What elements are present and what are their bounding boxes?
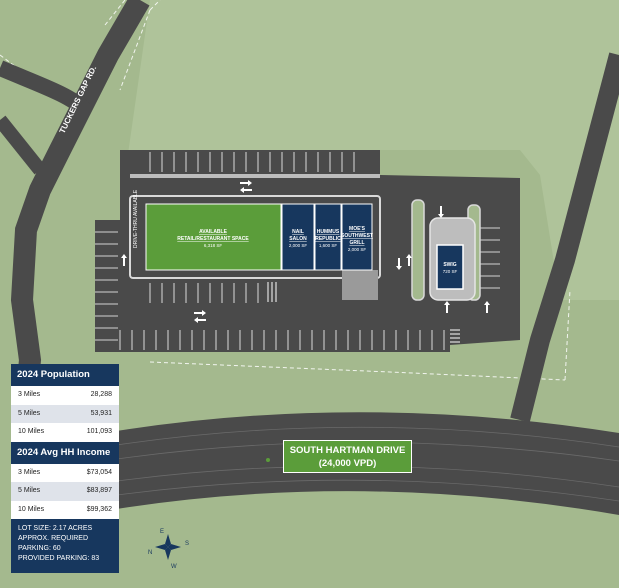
compass-rose: N S E W: [148, 529, 189, 570]
row-label: 3 Miles: [18, 391, 41, 398]
arrow-south-icon-2: [438, 206, 444, 218]
traffic-arrows: [121, 180, 490, 323]
compass-e: E: [160, 529, 164, 535]
arrow-north-icon-3: [444, 301, 450, 313]
hummus-size: 1,600 SF: [319, 243, 338, 248]
patio: [342, 270, 378, 300]
available-size: 6,318 SF: [204, 243, 223, 248]
demographics-panel: 2024 Population 3 Miles 28,288 5 Miles 53,…: [11, 364, 119, 573]
moes-line3: GRILL: [350, 240, 365, 246]
available-line2: RETAIL/RESTAURANT SPACE: [177, 236, 249, 242]
tenant-moes-grill: [341, 203, 373, 271]
table-row: 10 Miles $99,362: [11, 500, 119, 519]
crosswalk: [267, 282, 460, 343]
north-curb: [130, 174, 380, 178]
lane-line-1: [109, 426, 619, 448]
parking-lot-west: [95, 220, 120, 352]
row-label: 3 Miles: [18, 468, 41, 476]
row-label: 10 Miles: [18, 428, 45, 435]
lot-info: LOT SIZE: 2.17 ACRES APPROX. REQUIRED PA…: [11, 519, 119, 573]
table-row: 10 Miles 101,093: [11, 423, 119, 442]
table-row: 5 Miles $83,897: [11, 482, 119, 501]
lot-required-parking: PARKING: 60: [18, 545, 61, 552]
road-label: SOUTH HARTMAN DRIVE (24,000 VPD): [283, 440, 412, 473]
tenant-hummus-republic: [314, 203, 342, 271]
row-value: $99,362: [86, 505, 112, 513]
site-marker-icon: [266, 458, 270, 462]
island-1: [411, 199, 425, 301]
compass-south-point-icon: [165, 547, 171, 560]
row-value: 53,931: [90, 409, 112, 417]
table-row: 3 Miles 28,288: [11, 386, 119, 405]
compass-north-point-icon: [165, 534, 171, 547]
arrow-north-icon-4: [484, 301, 490, 313]
table-row: 3 Miles $73,054: [11, 463, 119, 482]
row-label: 10 Miles: [18, 505, 45, 513]
tenant-nail-salon: [281, 203, 315, 271]
compass-w: W: [171, 564, 177, 570]
swig-line1: SWIG: [443, 262, 456, 268]
swig-size: 720 SF: [443, 269, 458, 274]
row-value: $83,897: [86, 487, 112, 494]
lot-required-label: APPROX. REQUIRED: [18, 535, 89, 542]
arrow-west-icon: [240, 187, 252, 193]
drive-thru-label: DRIVE-THRU AVAILABLE: [133, 189, 139, 248]
arrow-east-icon-2: [194, 310, 206, 316]
nail-size: 2,000 SF: [289, 243, 308, 248]
moes-line2: SOUTHWEST: [341, 233, 373, 239]
tenant-available-space: [145, 203, 282, 271]
arrow-north-icon: [121, 254, 127, 266]
building-curb: [129, 195, 381, 279]
row-label: 5 Miles: [18, 487, 41, 494]
parking-stalls: [95, 152, 500, 350]
income-title: 2024 Avg HH Income: [11, 441, 119, 464]
tenant-swig: [436, 244, 464, 290]
population-title: 2024 Population: [11, 364, 119, 386]
tenant-buildings: [145, 203, 464, 290]
hummus-line1: HUMMUS: [317, 229, 340, 235]
available-line1: AVAILABLE: [199, 229, 228, 235]
table-row: 5 Miles 53,931: [11, 404, 119, 423]
moes-size: 2,000 SF: [348, 247, 367, 252]
lot-size: LOT SIZE: 2.17 ACRES: [18, 525, 93, 532]
tenant-labels: AVAILABLE RETAIL/RESTAURANT SPACE 6,318 …: [177, 226, 457, 274]
road-vpd: (24,000 VPD): [318, 458, 377, 469]
compass-n: N: [148, 550, 152, 556]
compass-east-point-icon: [168, 544, 181, 550]
compass-s: S: [185, 541, 189, 547]
arrow-east-icon: [240, 180, 252, 186]
lot-provided-parking: PROVIDED PARKING: 83: [18, 555, 100, 562]
row-value: 101,093: [86, 428, 112, 435]
road-name: SOUTH HARTMAN DRIVE: [289, 445, 406, 456]
lane-line-4: [109, 479, 619, 502]
nail-line2: SALON: [289, 236, 307, 242]
nail-line1: NAIL: [292, 229, 304, 235]
row-value: 28,288: [90, 391, 112, 398]
row-label: 5 Miles: [18, 409, 41, 417]
moes-line1: MOE'S: [349, 226, 366, 232]
side-road-west-2: [0, 115, 46, 175]
east-road: [510, 52, 619, 423]
tuckers-gap-road: [10, 0, 150, 382]
arrow-west-icon-2: [194, 317, 206, 323]
compass-west-point-icon: [155, 544, 168, 550]
hummus-line2: REPUBLIC: [315, 236, 341, 242]
row-value: $73,054: [86, 468, 112, 476]
arrow-south-icon: [396, 258, 402, 270]
side-road-west: [0, 60, 91, 116]
arrow-north-icon-2: [406, 254, 412, 266]
